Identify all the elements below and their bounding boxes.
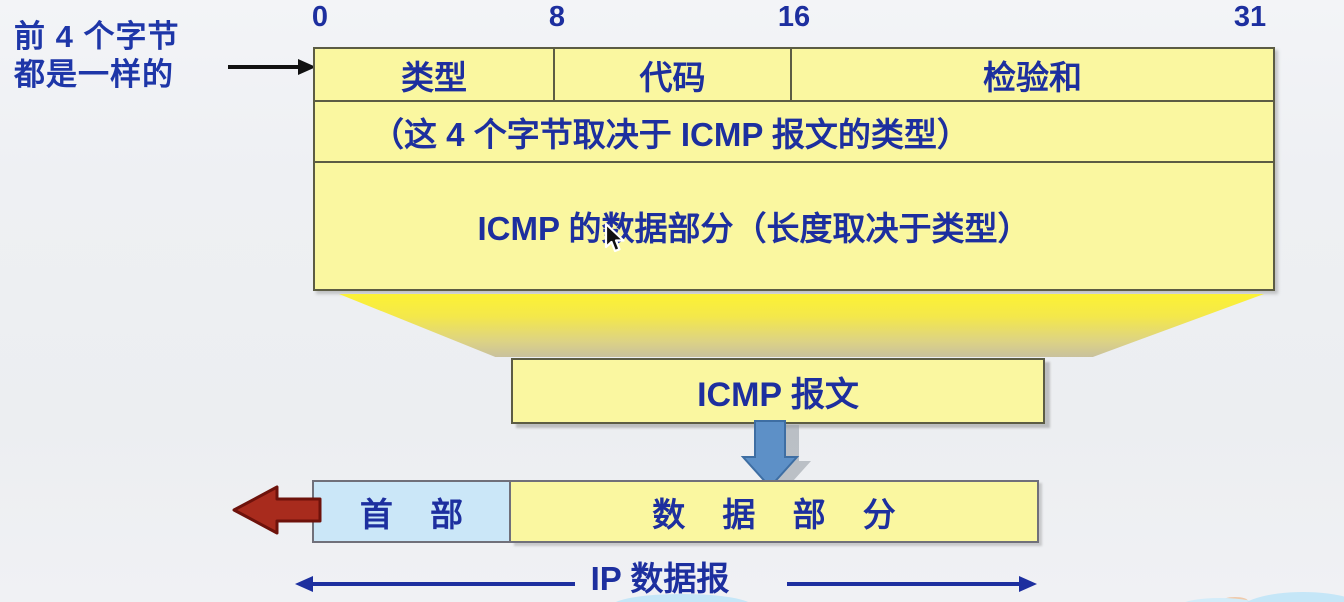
span-right-arrow-icon (787, 574, 1037, 599)
ip-datagram-label: IP 数据报 (590, 560, 730, 597)
icmp-message-box: ICMP 报文 (511, 358, 1045, 424)
annotation-first-4-bytes: 前 4 个字节都是一样的 (14, 18, 179, 94)
watermark-blob (1238, 592, 1344, 602)
annotation-line2: 都是一样的 (14, 57, 174, 92)
watermark-blob (1180, 598, 1260, 602)
blue-down-arrow-icon (733, 420, 815, 497)
bit-label-0: 0 (311, 1, 329, 33)
format-row-variable-bytes: （这 4 个字节取决于 ICMP 报文的类型） (315, 102, 1273, 163)
field-type: 类型 (315, 49, 555, 100)
ip-data-box: 数 据 部 分 (511, 480, 1039, 543)
watermark-blob (612, 594, 752, 602)
red-left-arrow-icon (230, 483, 322, 542)
bit-label-8: 8 (548, 1, 566, 33)
icmp-format-table: 类型 代码 检验和 （这 4 个字节取决于 ICMP 报文的类型） ICMP 的… (313, 47, 1275, 291)
ip-header-box: 首 部 (312, 480, 511, 543)
funnel-trapezoid (339, 294, 1264, 357)
ip-datagram-row: 首 部 数 据 部 分 (312, 480, 1039, 543)
mouse-cursor-icon (604, 222, 628, 260)
span-left-arrow-icon (295, 574, 575, 599)
format-row-fixed-header: 类型 代码 检验和 (315, 49, 1273, 102)
annotation-line1: 前 4 个字节 (14, 19, 180, 54)
annotation-right-arrow-icon (226, 56, 318, 83)
bit-label-16: 16 (777, 1, 811, 33)
field-checksum: 检验和 (983, 58, 1082, 96)
format-row-data-part: ICMP 的数据部分（长度取决于类型） (477, 210, 1031, 247)
bit-label-31: 31 (1233, 1, 1267, 33)
field-code: 代码 (555, 49, 792, 100)
